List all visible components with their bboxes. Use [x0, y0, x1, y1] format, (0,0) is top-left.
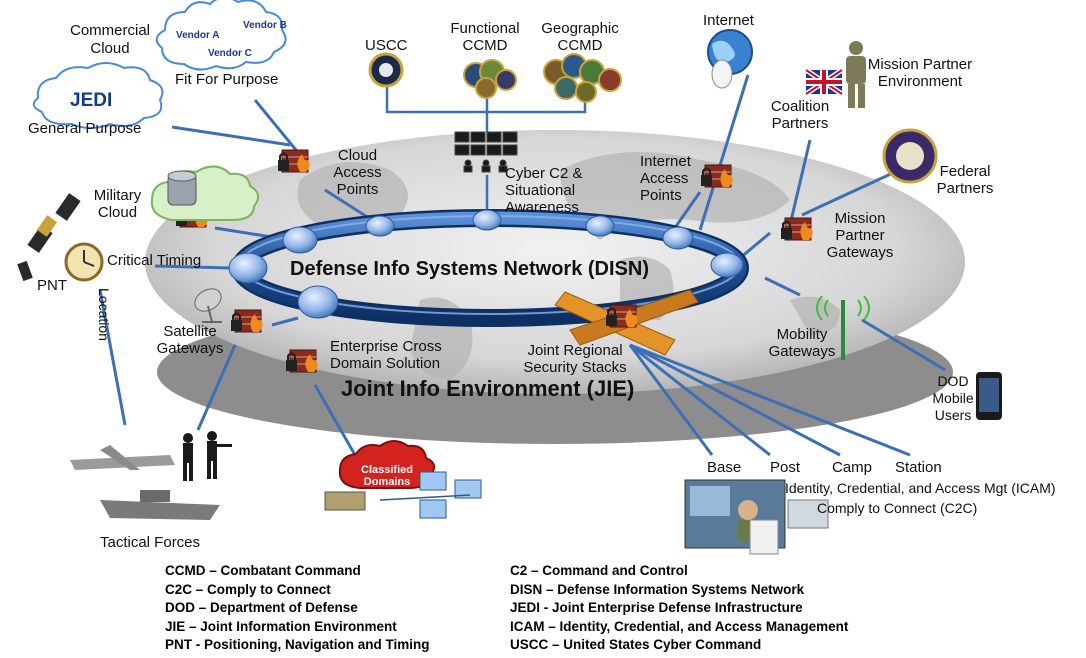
cell-tower-icon	[816, 295, 870, 360]
uscc-seal-icon	[368, 52, 404, 88]
functional-ccmd-seals-icon	[463, 59, 517, 99]
fit-for-purpose-label: Fit For Purpose	[175, 71, 279, 88]
cyber-c2-label: Cyber C2 & Situational Awareness	[505, 165, 583, 216]
functional-ccmd-label: Functional CCMD	[450, 20, 520, 54]
jie-title: Joint Info Environment (JIE)	[341, 376, 635, 401]
legend-left: CCMD – Combatant Command C2C – Comply to…	[165, 562, 430, 655]
enterprise-cds-label: Enterprise Cross Domain Solution	[330, 338, 442, 372]
cyber-c2-monitors-icon	[454, 131, 518, 173]
icam-label: Identity, Credential, and Access Mgt (IC…	[785, 480, 1056, 496]
station-label: Station	[895, 459, 942, 476]
geographic-ccmd-seals-icon	[543, 53, 622, 103]
firewall-icon	[606, 304, 638, 328]
legend-item: PNT - Positioning, Navigation and Timing	[165, 637, 430, 652]
camp-label: Camp	[832, 459, 873, 476]
jie-disc	[145, 130, 965, 444]
base-personnel-photo	[684, 479, 829, 555]
ring-nodes	[228, 209, 744, 319]
uk-flag-icon	[804, 67, 844, 97]
post-label: Post	[770, 459, 801, 476]
legend-item: JIE – Joint Information Environment	[165, 618, 397, 634]
classified-domains-icon	[324, 440, 482, 519]
legend-item: CCMD – Combatant Command	[165, 563, 361, 578]
vendor-c-label: Vendor C	[208, 48, 252, 59]
tactical-forces-label: Tactical Forces	[100, 534, 201, 551]
tactical-forces-icon	[70, 431, 232, 520]
uscc-label: USCC	[365, 37, 408, 54]
internet-access-points-label: Internet Access Points	[640, 153, 691, 204]
firewall-icon	[278, 149, 310, 173]
soldier-icon	[846, 41, 866, 108]
vendor-clouds	[32, 0, 287, 129]
clock-icon	[64, 242, 104, 282]
legend-item: ICAM – Identity, Credential, and Access …	[510, 618, 849, 634]
classified-domains-label: Classified Domains	[361, 464, 413, 488]
critical-timing-label: Critical Timing	[107, 252, 202, 269]
mission-partner-env-label: Mission Partner Environment	[867, 56, 973, 90]
federal-seal-icon	[882, 128, 938, 184]
firewall-icon	[231, 309, 263, 333]
disn-title: Defense Info Systems Network (DISN)	[290, 258, 649, 280]
dod-mobile-users-label: DOD Mobile Users	[932, 373, 974, 423]
satellite-dish-icon	[194, 288, 222, 323]
military-cloud-label: Military Cloud	[93, 187, 142, 221]
mobility-gateways-label: Mobility Gateways	[768, 326, 836, 360]
internet-label: Internet	[703, 12, 754, 29]
jedi-label: JEDI	[70, 90, 113, 111]
firewall-icon	[701, 164, 733, 188]
location-label: Location	[96, 288, 112, 341]
internet-globe-icon	[707, 29, 753, 89]
military-cloud-icon	[150, 165, 260, 221]
base-label: Base	[707, 459, 742, 476]
mobile-phone-icon	[976, 372, 1002, 420]
satellite-icon	[17, 193, 81, 282]
vendor-a-label: Vendor A	[176, 30, 220, 41]
general-purpose-label: General Purpose	[28, 120, 142, 137]
vendor-b-label: Vendor B	[243, 20, 287, 31]
coalition-partners-label: Coalition Partners	[770, 98, 830, 132]
firewall-icon	[781, 217, 813, 241]
geographic-ccmd-label: Geographic CCMD	[541, 20, 619, 54]
satellite-gateways-label: Satellite Gateways	[156, 323, 224, 357]
legend-item: DOD – Department of Defense	[165, 600, 358, 615]
legend-right: C2 – Command and Control DISN – Defense …	[510, 562, 848, 655]
firewall-icon	[286, 349, 318, 373]
pnt-label: PNT	[37, 277, 67, 294]
legend-item: DISN – Defense Information Systems Netwo…	[510, 581, 805, 597]
commercial-cloud-label: Commercial Cloud	[69, 22, 150, 57]
federal-partners-label: Federal Partners	[936, 163, 994, 197]
mission-partner-gateways-label: Mission Partner Gateways	[826, 210, 894, 261]
legend-item: JEDI - Joint Enterprise Defense Infrastr…	[510, 600, 803, 615]
legend-item: C2C – Comply to Connect	[165, 581, 331, 597]
legend-item: USCC – United States Cyber Command	[510, 637, 762, 652]
legend-item: C2 – Command and Control	[510, 563, 688, 578]
jrss-label: Joint Regional Security Stacks	[523, 342, 627, 376]
c2c-label: Comply to Connect (C2C)	[817, 500, 978, 516]
cloud-access-points-label: Cloud Access Points	[333, 147, 382, 198]
